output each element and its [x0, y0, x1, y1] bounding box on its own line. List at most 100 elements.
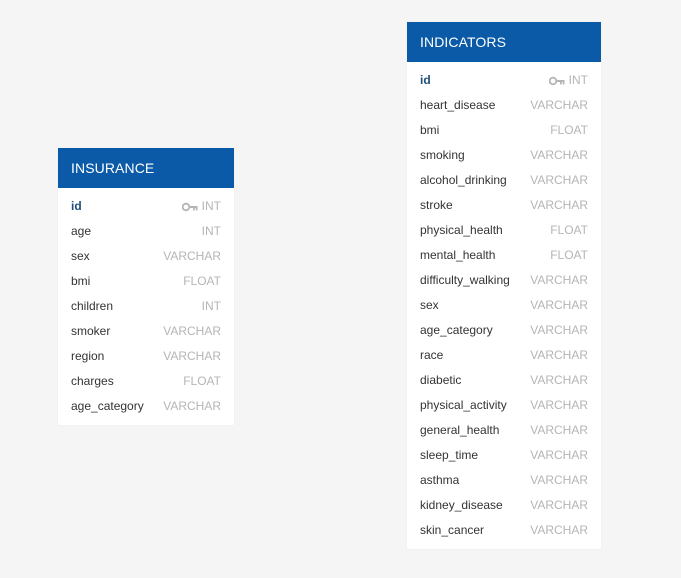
column-name: diabetic — [420, 373, 462, 387]
column-name: stroke — [420, 198, 453, 212]
column-type-wrap: FLOAT — [550, 218, 588, 243]
column-name: alcohol_drinking — [420, 173, 507, 187]
entity-header[interactable]: INDICATORS — [407, 22, 601, 62]
column-name: smoker — [71, 324, 111, 338]
column-name: smoking — [420, 148, 465, 162]
column-type: VARCHAR — [530, 98, 588, 112]
column-name: charges — [71, 374, 114, 388]
column-name: difficulty_walking — [420, 273, 510, 287]
column-type-wrap: VARCHAR — [530, 268, 588, 293]
column-row[interactable]: smoking VARCHAR — [407, 143, 601, 168]
column-type-wrap: VARCHAR — [163, 319, 221, 344]
column-type: VARCHAR — [530, 498, 588, 512]
column-type-wrap: VARCHAR — [163, 244, 221, 269]
column-type: VARCHAR — [530, 198, 588, 212]
column-row[interactable]: difficulty_walking VARCHAR — [407, 268, 601, 293]
column-type-wrap: VARCHAR — [530, 293, 588, 318]
column-type: VARCHAR — [530, 473, 588, 487]
column-row[interactable]: age_category VARCHAR — [58, 394, 234, 419]
column-type-wrap: VARCHAR — [530, 343, 588, 368]
column-name: age — [71, 224, 92, 238]
key-icon — [181, 202, 198, 211]
column-type-wrap: VARCHAR — [530, 468, 588, 493]
column-type: VARCHAR — [530, 398, 588, 412]
column-row[interactable]: children INT — [58, 294, 234, 319]
column-type-wrap: FLOAT — [183, 369, 221, 394]
column-row[interactable]: stroke VARCHAR — [407, 193, 601, 218]
column-type: FLOAT — [550, 248, 588, 262]
column-type: FLOAT — [183, 274, 221, 288]
column-type-wrap: FLOAT — [183, 269, 221, 294]
column-type-wrap: VARCHAR — [530, 168, 588, 193]
column-row[interactable]: bmi FLOAT — [407, 118, 601, 143]
column-row[interactable]: kidney_disease VARCHAR — [407, 493, 601, 518]
column-name: age_category — [71, 399, 144, 413]
column-type: FLOAT — [183, 374, 221, 388]
column-name: sex — [420, 298, 439, 312]
column-type: VARCHAR — [530, 323, 588, 337]
column-type-wrap: FLOAT — [550, 243, 588, 268]
column-type-wrap: VARCHAR — [530, 393, 588, 418]
column-type: INT — [201, 224, 221, 238]
column-type: VARCHAR — [163, 399, 221, 413]
column-name: kidney_disease — [420, 498, 503, 512]
column-type: INT — [201, 299, 221, 313]
column-type: VARCHAR — [163, 249, 221, 263]
column-row[interactable]: age INT — [58, 219, 234, 244]
column-type-wrap: VARCHAR — [530, 193, 588, 218]
column-name: mental_health — [420, 248, 496, 262]
column-type-wrap: INT — [181, 194, 221, 219]
column-name: bmi — [420, 123, 440, 137]
column-type: VARCHAR — [530, 373, 588, 387]
column-row[interactable]: sex VARCHAR — [407, 293, 601, 318]
column-row[interactable]: skin_cancer VARCHAR — [407, 518, 601, 543]
column-name: sex — [71, 249, 90, 263]
column-row[interactable]: sex VARCHAR — [58, 244, 234, 269]
column-name: bmi — [71, 274, 91, 288]
entity-header[interactable]: INSURANCE — [58, 148, 234, 188]
column-row[interactable]: race VARCHAR — [407, 343, 601, 368]
column-name: skin_cancer — [420, 523, 485, 537]
column-type: VARCHAR — [530, 523, 588, 537]
column-type-wrap: VARCHAR — [530, 143, 588, 168]
entity-title: INSURANCE — [71, 160, 155, 176]
column-type: FLOAT — [550, 123, 588, 137]
column-type-wrap: VARCHAR — [530, 493, 588, 518]
column-name: physical_health — [420, 223, 503, 237]
column-row[interactable]: mental_health FLOAT — [407, 243, 601, 268]
column-type-wrap: FLOAT — [550, 118, 588, 143]
column-row[interactable]: general_health VARCHAR — [407, 418, 601, 443]
column-row[interactable]: alcohol_drinking VARCHAR — [407, 168, 601, 193]
column-type: VARCHAR — [530, 448, 588, 462]
column-row[interactable]: charges FLOAT — [58, 369, 234, 394]
column-row[interactable]: diabetic VARCHAR — [407, 368, 601, 393]
column-type: VARCHAR — [530, 273, 588, 287]
column-type-wrap: INT — [202, 294, 221, 319]
column-row[interactable]: bmi FLOAT — [58, 269, 234, 294]
column-type-wrap: VARCHAR — [163, 394, 221, 419]
column-name: children — [71, 299, 114, 313]
column-type: VARCHAR — [163, 324, 221, 338]
column-type-wrap: VARCHAR — [530, 93, 588, 118]
column-type: FLOAT — [550, 223, 588, 237]
column-name: general_health — [420, 423, 500, 437]
column-row[interactable]: smoker VARCHAR — [58, 319, 234, 344]
column-type: VARCHAR — [163, 349, 221, 363]
column-name: race — [420, 348, 444, 362]
column-row[interactable]: region VARCHAR — [58, 344, 234, 369]
column-name: region — [71, 349, 105, 363]
column-type-wrap: VARCHAR — [530, 418, 588, 443]
column-type: VARCHAR — [530, 173, 588, 187]
column-type: INT — [568, 73, 588, 87]
column-row[interactable]: physical_health FLOAT — [407, 218, 601, 243]
column-type: VARCHAR — [530, 298, 588, 312]
